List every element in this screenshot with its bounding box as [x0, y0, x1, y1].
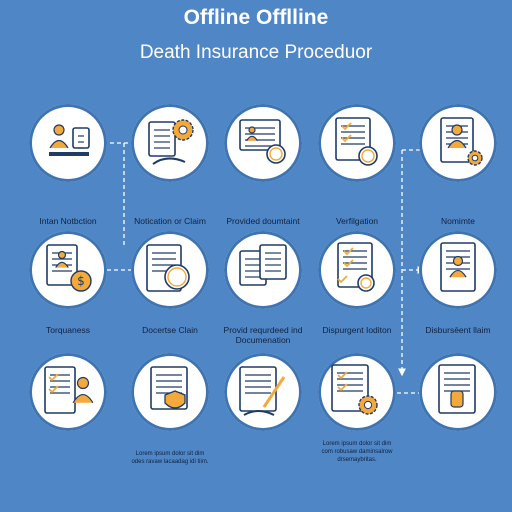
step-node-1	[29, 104, 107, 182]
svg-text:$: $	[77, 274, 85, 288]
person-at-desk-icon	[49, 124, 90, 156]
step-label-3: Provided doumtaint	[226, 216, 300, 226]
step-node-3	[224, 104, 302, 182]
step-node-14	[318, 353, 396, 431]
step-label-9: Dispurgent Ioditon	[322, 325, 392, 335]
document-shield-icon	[150, 366, 188, 410]
hand-signing-icon	[239, 366, 286, 416]
title-line-1: Offline Offlline	[183, 6, 329, 29]
step-label-5: Nomimte	[440, 216, 475, 226]
clipboard-person-icon	[44, 366, 94, 414]
step-node-10	[419, 231, 497, 309]
checklist-seal-icon	[335, 117, 378, 166]
certificate-icon	[239, 119, 286, 164]
step-label-10: Disbursēent llaim	[425, 325, 491, 335]
clipboard-vial-icon	[438, 364, 476, 414]
id-card-coin-icon: $	[46, 244, 92, 292]
step-node-9	[318, 231, 396, 309]
step-label-7: Docertse Clain	[142, 325, 198, 335]
step-node-7	[131, 231, 209, 309]
checklist-gear-icon	[331, 364, 378, 415]
stacked-documents-icon	[239, 244, 287, 286]
hand-with-gear-icon	[148, 119, 194, 165]
person-portrait-icon	[440, 117, 483, 166]
checklist-badge-icon	[337, 242, 375, 292]
step-node-8	[224, 231, 302, 309]
step-note-1: Lorem ipsum dolor sit dim odes ravaw lac…	[131, 451, 209, 465]
step-node-6: $	[29, 231, 107, 309]
step-node-11	[29, 353, 107, 431]
step-note-2: Lorem ipsum dolor sit dim com robusaw da…	[321, 441, 393, 463]
step-label-1: Intan Notbction	[39, 216, 97, 226]
step-node-15	[419, 353, 497, 431]
document-seal-icon	[146, 244, 190, 292]
step-label-8: Provid requrdeed ind Documenation	[223, 325, 303, 345]
step-node-13	[224, 353, 302, 431]
step-label-4: Verfilgation	[335, 216, 379, 226]
step-label-6: Torquaness	[46, 325, 90, 335]
step-node-5	[419, 104, 497, 182]
step-label-2: Notication or Claim	[134, 216, 206, 226]
step-node-12	[131, 353, 209, 431]
step-node-4	[318, 104, 396, 182]
id-card-person-icon	[440, 242, 476, 292]
title-line-2: Death Insurance Proceduor	[139, 42, 373, 63]
step-node-2	[131, 104, 209, 182]
